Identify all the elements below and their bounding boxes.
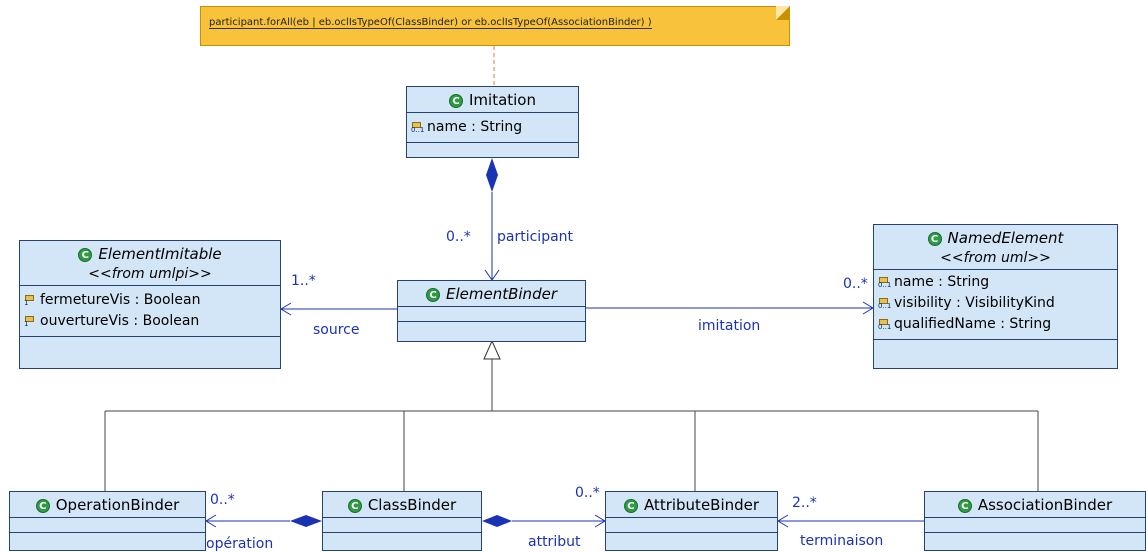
class-attribute-binder[interactable]: C AttributeBinder — [605, 491, 778, 551]
class-operation-binder-name: OperationBinder — [55, 496, 180, 514]
attribute-row[interactable]: 1 fermetureVis : Boolean — [24, 290, 276, 311]
class-icon: C — [927, 232, 942, 246]
note-fold-corner — [776, 6, 790, 20]
stereotype-label: <<from uml>> — [940, 250, 1051, 266]
class-named-element-attributes: 0..1 name : String 0..1 visibility : Vis… — [874, 270, 1117, 340]
attribute-text: visibility : VisibilityKind — [894, 295, 1055, 311]
class-icon: C — [347, 499, 362, 513]
class-class-binder[interactable]: C ClassBinder — [322, 491, 482, 551]
class-icon: C — [623, 499, 638, 513]
participant-role-label: participant — [497, 229, 574, 245]
operation-multiplicity: 0..* — [210, 492, 235, 508]
participant-composition-diamond — [486, 158, 498, 192]
class-imitation-attributes: 0..1 name : String — [407, 113, 578, 143]
class-attribute-binder-name: AttributeBinder — [643, 496, 760, 514]
attributes-compartment — [606, 518, 777, 533]
operation-composition-diamond — [290, 515, 322, 527]
attribute-row[interactable]: 0..1 name : String — [878, 272, 1113, 293]
class-imitation-name: Imitation — [468, 91, 536, 109]
operation-arrowhead — [205, 514, 217, 528]
class-icon: C — [448, 94, 463, 108]
operation-role-label: opération — [206, 536, 274, 552]
attributes-compartment — [398, 307, 585, 322]
attribute-icon: 0..1 — [411, 121, 424, 134]
attributes-compartment — [10, 518, 205, 533]
class-icon: C — [957, 499, 972, 513]
source-role-label: source — [313, 322, 360, 338]
class-class-binder-header: C ClassBinder — [323, 492, 481, 518]
attribut-multiplicity: 0..* — [575, 485, 600, 501]
source-arrowhead — [280, 302, 292, 316]
terminaison-role-label: terminaison — [800, 533, 884, 549]
class-element-imitable-attributes: 1 fermetureVis : Boolean 1 ouvertureVis … — [20, 286, 280, 337]
generalization-triangle — [483, 339, 501, 360]
class-icon: C — [426, 288, 440, 302]
attribut-role-label: attribut — [528, 534, 581, 550]
class-icon: C — [35, 499, 50, 513]
attributes-compartment — [925, 518, 1145, 533]
attribute-text: fermetureVis : Boolean — [40, 292, 201, 308]
attribute-row[interactable]: 0..1 qualifiedName : String — [878, 314, 1113, 335]
imitation-role-label: imitation — [698, 318, 761, 334]
attribute-text: name : String — [427, 119, 523, 135]
attributes-compartment — [323, 518, 481, 533]
terminaison-multiplicity: 2..* — [792, 495, 817, 511]
attribute-icon: 1 — [24, 294, 36, 307]
attribute-row[interactable]: 0..1 name : String — [411, 117, 574, 138]
attribute-text: ouvertureVis : Boolean — [40, 313, 200, 329]
class-named-element-name: NamedElement — [947, 229, 1064, 247]
class-attribute-binder-header: C AttributeBinder — [606, 492, 777, 518]
participant-multiplicity: 0..* — [446, 229, 471, 245]
class-element-imitable[interactable]: C ElementImitable <<from umlpi>> 1 fermet… — [19, 240, 281, 369]
class-element-imitable-name: ElementImitable — [98, 245, 222, 263]
attribute-text: qualifiedName : String — [894, 316, 1052, 332]
attribute-icon: 1 — [24, 315, 36, 328]
attribute-icon: 0..1 — [878, 276, 891, 289]
class-element-imitable-header: C ElementImitable <<from umlpi>> — [20, 241, 280, 286]
attribute-icon: 0..1 — [878, 318, 891, 331]
class-operation-binder[interactable]: C OperationBinder — [9, 491, 206, 551]
class-named-element-header: C NamedElement <<from uml>> — [874, 225, 1117, 270]
imitation-multiplicity: 0..* — [843, 276, 868, 292]
class-element-binder-header: C ElementBinder — [398, 281, 585, 307]
attribut-composition-diamond — [482, 515, 512, 527]
attribute-text: name : String — [894, 274, 990, 290]
class-imitation-header: C Imitation — [407, 87, 578, 113]
class-association-binder[interactable]: C AssociationBinder — [924, 491, 1146, 551]
class-named-element[interactable]: C NamedElement <<from uml>> 0..1 name : S… — [873, 224, 1118, 369]
terminaison-arrowhead — [777, 514, 789, 528]
class-imitation[interactable]: C Imitation 0..1 name : String — [406, 86, 579, 158]
attribute-row[interactable]: 0..1 visibility : VisibilityKind — [878, 293, 1113, 314]
ocl-constraint-text: participant.forAll(eb | eb.oclIsTypeOf(C… — [209, 17, 652, 29]
stereotype-label: <<from umlpi>> — [88, 266, 212, 282]
class-element-binder[interactable]: C ElementBinder — [397, 280, 586, 342]
attribute-row[interactable]: 1 ouvertureVis : Boolean — [24, 311, 276, 332]
source-multiplicity: 1..* — [291, 273, 316, 289]
class-class-binder-name: ClassBinder — [367, 496, 457, 514]
attribute-icon: 0..1 — [878, 297, 891, 310]
class-association-binder-header: C AssociationBinder — [925, 492, 1145, 518]
class-element-binder-name: ElementBinder — [446, 285, 557, 303]
class-association-binder-name: AssociationBinder — [977, 496, 1113, 514]
ocl-constraint-note[interactable]: participant.forAll(eb | eb.oclIsTypeOf(C… — [200, 6, 790, 46]
class-operation-binder-header: C OperationBinder — [10, 492, 205, 518]
class-icon: C — [78, 248, 93, 262]
